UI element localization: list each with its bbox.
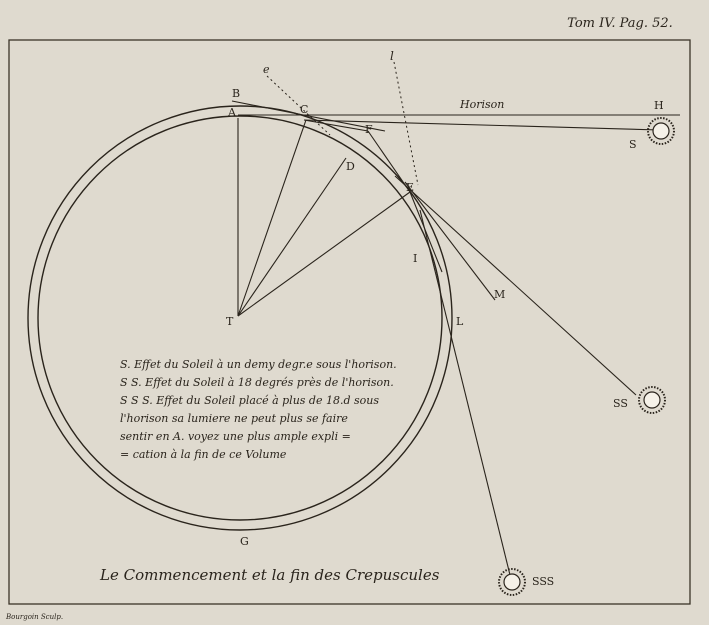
plate-reference: Tom IV. Pag. 52. [567, 16, 673, 31]
sun-s-icon [647, 117, 675, 145]
label-e-small: e [263, 63, 270, 76]
legend: S. Effet du Soleil à un demy degr.e sous… [120, 358, 397, 461]
label-f: F [365, 123, 373, 136]
legend-line-4: l'horison sa lumiere ne peut plus se fai… [120, 412, 348, 425]
earth-circle [37, 115, 443, 521]
horizon-label: Horison [459, 98, 504, 111]
ray-lines [231, 100, 680, 576]
label-a: A [227, 106, 237, 119]
legend-line-3: S S S. Effet du Soleil placé à plus de 1… [120, 394, 379, 407]
engraver-signature: Bourgoin Sculp. [5, 613, 63, 621]
radii-from-center [237, 118, 411, 317]
legend-line-2: S S. Effet du Soleil à 18 degrés près de… [120, 376, 394, 389]
legend-line-5: sentir en A. voyez une plus ample expli … [120, 430, 351, 443]
sun-sss-icon [498, 568, 526, 596]
point-labels: B A C e F D E l H S I M L T SS G SSS [226, 49, 664, 588]
label-b: B [232, 87, 240, 100]
label-c: C [300, 103, 308, 116]
label-m: M [494, 288, 505, 301]
label-l-small: l [390, 49, 394, 63]
atmosphere-outer-circle [27, 105, 453, 531]
label-s: S [629, 138, 637, 151]
legend-line-6: = cation à la fin de ce Volume [120, 448, 287, 461]
plate-frame [8, 39, 691, 605]
label-e: E [406, 181, 414, 194]
plate-caption: Le Commencement et la fin des Crepuscule… [99, 566, 440, 584]
label-g: G [240, 535, 249, 548]
label-t: T [226, 315, 234, 328]
label-sss: SSS [532, 575, 554, 588]
label-ss: SS [613, 397, 628, 410]
label-i: I [413, 252, 417, 265]
legend-line-1: S. Effet du Soleil à un demy degr.e sous… [120, 358, 397, 371]
label-h: H [654, 99, 664, 112]
label-d: D [346, 160, 355, 173]
label-l: L [456, 315, 464, 328]
dotted-lines [266, 61, 419, 186]
sun-ss-icon [638, 386, 666, 414]
